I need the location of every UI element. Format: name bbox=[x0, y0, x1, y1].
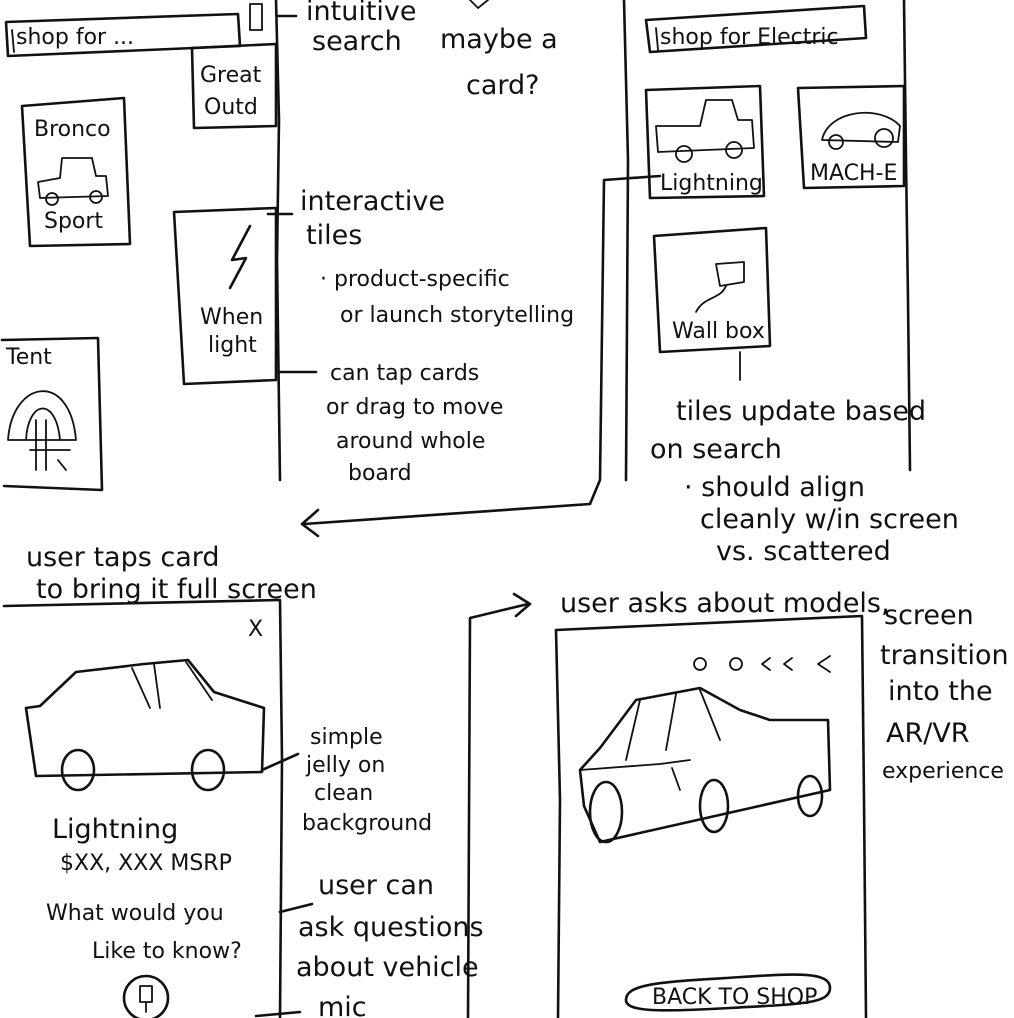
note-mic: mic bbox=[318, 992, 367, 1018]
screen-3: X Lightning $XX, XXX MSRP What would you… bbox=[2, 598, 284, 1018]
search-bar[interactable]: shop for ... bbox=[4, 12, 242, 58]
annotations-screen-3: simple jelly on clean background user ca… bbox=[254, 725, 484, 1018]
screen-2-border-left bbox=[622, 0, 630, 482]
note-jelly-1: simple bbox=[310, 725, 383, 750]
screen-4-border-right bbox=[554, 614, 868, 1018]
note-search-2: search bbox=[312, 26, 402, 57]
note-jelly-4: background bbox=[302, 811, 432, 836]
note-tap-1: user taps card bbox=[26, 542, 220, 573]
tile-outdoors-label-1: Great bbox=[200, 63, 262, 88]
note-drag-2: or drag to move bbox=[326, 395, 503, 420]
close-icon[interactable]: X bbox=[248, 617, 263, 642]
connector-mic bbox=[254, 1010, 302, 1018]
annotations-screen-1: intuitive search maybe a card? interacti… bbox=[266, 0, 574, 486]
truck-icon bbox=[37, 157, 109, 206]
note-transition-3: into the bbox=[888, 676, 993, 707]
back-to-shop-button[interactable]: BACK TO SHOP bbox=[624, 973, 832, 1012]
scroll-marker bbox=[249, 3, 263, 31]
screen-2-border-right bbox=[902, 0, 912, 472]
tile-mach-e[interactable]: MACH-E bbox=[796, 84, 906, 190]
tile-lightning[interactable]: Lightning bbox=[644, 84, 766, 200]
note-drag-1: can tap cards bbox=[330, 361, 479, 386]
tile-mache-label: MACH-E bbox=[810, 161, 897, 186]
flow-arrow-tap bbox=[300, 174, 662, 538]
note-models: user asks about models, bbox=[560, 588, 890, 619]
annotations-screen-4: screen transition into the AR/VR experie… bbox=[880, 600, 1009, 784]
screen-4: BACK TO SHOP bbox=[554, 614, 868, 1018]
note-jelly-3: clean bbox=[314, 781, 373, 806]
vehicle-truck-image bbox=[24, 658, 266, 792]
screen-4-border-left bbox=[554, 628, 562, 1018]
wallbox-icon bbox=[695, 261, 745, 313]
note-jelly-2: jelly on bbox=[305, 753, 385, 778]
screen-3-border bbox=[2, 598, 284, 1018]
flow-arrow-models bbox=[466, 592, 532, 1018]
note-search-1: intuitive bbox=[306, 0, 417, 27]
lightning-bolt-icon bbox=[228, 224, 252, 290]
note-tiles-bullet-2: or launch storytelling bbox=[340, 303, 574, 328]
connector-ask bbox=[278, 902, 314, 914]
tile-wallbox-label: Wall box bbox=[672, 319, 765, 344]
search-input-electric[interactable]: shop for Electric bbox=[660, 25, 839, 50]
microphone-icon[interactable] bbox=[122, 974, 170, 1018]
connector-jelly bbox=[260, 752, 300, 772]
note-transition-1: screen bbox=[884, 600, 974, 631]
back-to-shop-label: BACK TO SHOP bbox=[652, 985, 817, 1010]
screen-2: shop for Electric Lightning MACH-E bbox=[622, 0, 912, 482]
note-align-1: · should align bbox=[684, 472, 865, 503]
search-input[interactable]: shop for ... bbox=[16, 25, 134, 50]
car-icon bbox=[821, 112, 901, 150]
tile-lightning-label: Lightning bbox=[660, 171, 763, 196]
truck-icon bbox=[655, 99, 755, 163]
note-align-3: vs. scattered bbox=[716, 536, 891, 567]
screen-1: shop for ... Great Outd Bronco Sport bbox=[0, 0, 282, 492]
tile-wallbox[interactable]: Wall box bbox=[652, 226, 772, 354]
note-tiles-bullet-1: · product-specific bbox=[320, 267, 510, 292]
note-ask-3: about vehicle bbox=[296, 952, 479, 983]
tent-icon bbox=[7, 390, 77, 471]
note-ask-1: user can bbox=[318, 870, 434, 901]
note-transition-4: AR/VR bbox=[886, 718, 970, 749]
tile-bronco-label-top: Bronco bbox=[34, 117, 111, 142]
note-align-2: cleanly w/in screen bbox=[700, 504, 959, 535]
carousel-dots[interactable] bbox=[693, 655, 831, 673]
vehicle-ar-model bbox=[578, 686, 832, 844]
note-card-1: maybe a bbox=[440, 24, 558, 55]
note-ask-2: ask questions bbox=[298, 912, 484, 943]
screen-1-border bbox=[274, 0, 282, 482]
note-update-2: on search bbox=[650, 434, 782, 465]
note-tiles-1: interactive bbox=[300, 186, 445, 217]
tile-outdoors-label-2: Outd bbox=[204, 95, 258, 120]
tile-lightning-label-2: light bbox=[208, 333, 257, 358]
note-drag-3: around whole bbox=[336, 429, 485, 454]
annotations-screen-2: tiles update based on search · should al… bbox=[650, 396, 959, 567]
tile-great-outdoors[interactable]: Great Outd bbox=[190, 42, 278, 130]
search-bar-electric[interactable]: shop for Electric bbox=[644, 4, 868, 54]
question-prompt-2: Like to know? bbox=[92, 939, 242, 964]
tile-lightning-label-1: When bbox=[200, 305, 263, 330]
note-tiles-2: tiles bbox=[306, 220, 362, 251]
note-card-2: card? bbox=[466, 70, 540, 101]
note-update-1: tiles update based bbox=[676, 396, 926, 427]
tile-lightning-story[interactable]: When light bbox=[172, 206, 278, 386]
tile-bronco-sport[interactable]: Bronco Sport bbox=[20, 96, 132, 248]
note-transition-2: transition bbox=[880, 640, 1009, 671]
note-transition-5: experience bbox=[882, 759, 1004, 784]
vehicle-price: $XX, XXX MSRP bbox=[60, 851, 232, 876]
question-prompt-1: What would you bbox=[46, 901, 224, 926]
tile-bronco-label-bottom: Sport bbox=[44, 209, 103, 234]
caret-mark bbox=[469, 0, 489, 9]
vehicle-name: Lightning bbox=[52, 814, 178, 845]
tile-tent-label: Tent bbox=[5, 345, 52, 370]
note-drag-4: board bbox=[348, 461, 412, 486]
tile-tent[interactable]: Tent bbox=[0, 336, 104, 492]
